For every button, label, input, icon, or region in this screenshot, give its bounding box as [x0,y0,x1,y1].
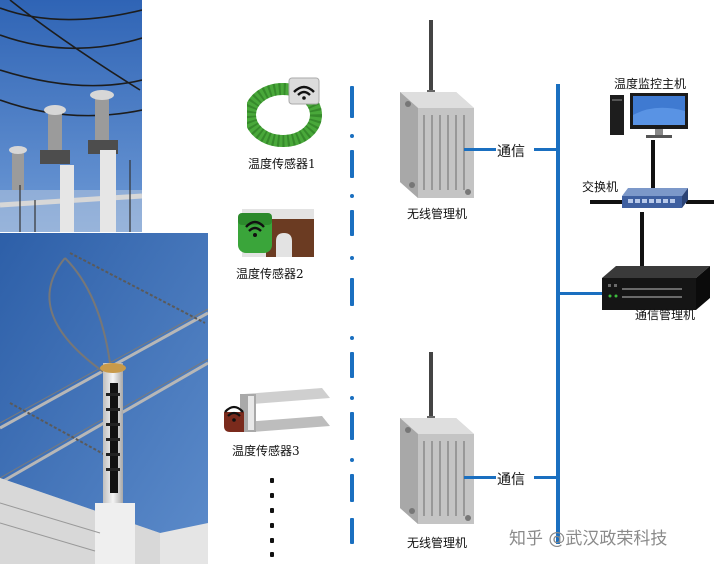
more-dot [270,493,274,498]
wireless-link-dash [350,412,354,440]
wireless-link-dot [350,194,354,198]
switch-right-line [686,200,714,204]
wireless-manager-bottom-device [390,352,478,532]
more-dot [270,478,274,483]
wireless-link-dash [350,352,354,378]
comm-link-top-right [534,148,558,151]
wifi-icon [245,220,265,237]
main-bus-line [556,84,560,544]
comm-link-top-left [464,148,496,151]
switch-icon [622,188,688,210]
sensor2-label: 温度传感器2 [236,267,304,281]
antenna-icon [427,20,435,100]
wireless-link-dash [350,150,354,178]
wireless-link-dot [350,336,354,340]
switch-left-line [590,200,624,204]
comm-link-bottom-left [464,476,496,479]
antenna-icon [427,352,435,426]
wireless-link-dash [350,278,354,306]
wireless-link-dot [350,134,354,138]
watermark-text: 知乎 @武汉政荣科技 [509,529,668,549]
wifi-icon [224,405,244,422]
wireless-link-dot [350,396,354,400]
bus-to-comm-manager [558,292,604,295]
comm-manager-label: 通信管理机 [635,308,696,322]
rack-icon [602,266,710,312]
more-dot [270,508,274,513]
switch-to-comm-manager-line [640,212,644,268]
more-dot [270,552,274,557]
comm-label-bottom: 通信 [497,472,525,488]
monitor-icon [610,93,690,139]
sensor1-label: 温度传感器1 [248,157,316,171]
wifi-icon [293,85,315,100]
monitor-to-switch-line [651,140,655,190]
wireless-link-dash [350,518,354,544]
wireless-manager-bottom-label: 无线管理机 [407,536,468,550]
sensor3-image [222,382,330,440]
substation-photo-bottom [0,233,208,564]
sensor2-image [236,205,316,263]
more-dot [270,538,274,543]
wireless-link-dash [350,86,354,118]
sensor3-label: 温度传感器3 [232,444,300,458]
wireless-link-dot [350,256,354,260]
sensor1-image [244,70,325,150]
wireless-link-dot [350,458,354,462]
wireless-manager-top-device [390,20,478,205]
comm-label-top: 通信 [497,144,525,160]
substation-photo-top [0,0,142,232]
monitor-host-label: 温度监控主机 [614,77,687,91]
comm-link-bottom-right [534,476,558,479]
more-dot [270,523,274,528]
wireless-link-dash [350,210,354,236]
wireless-link-dash [350,474,354,502]
wireless-manager-top-label: 无线管理机 [407,207,468,221]
switch-label: 交换机 [582,180,619,194]
